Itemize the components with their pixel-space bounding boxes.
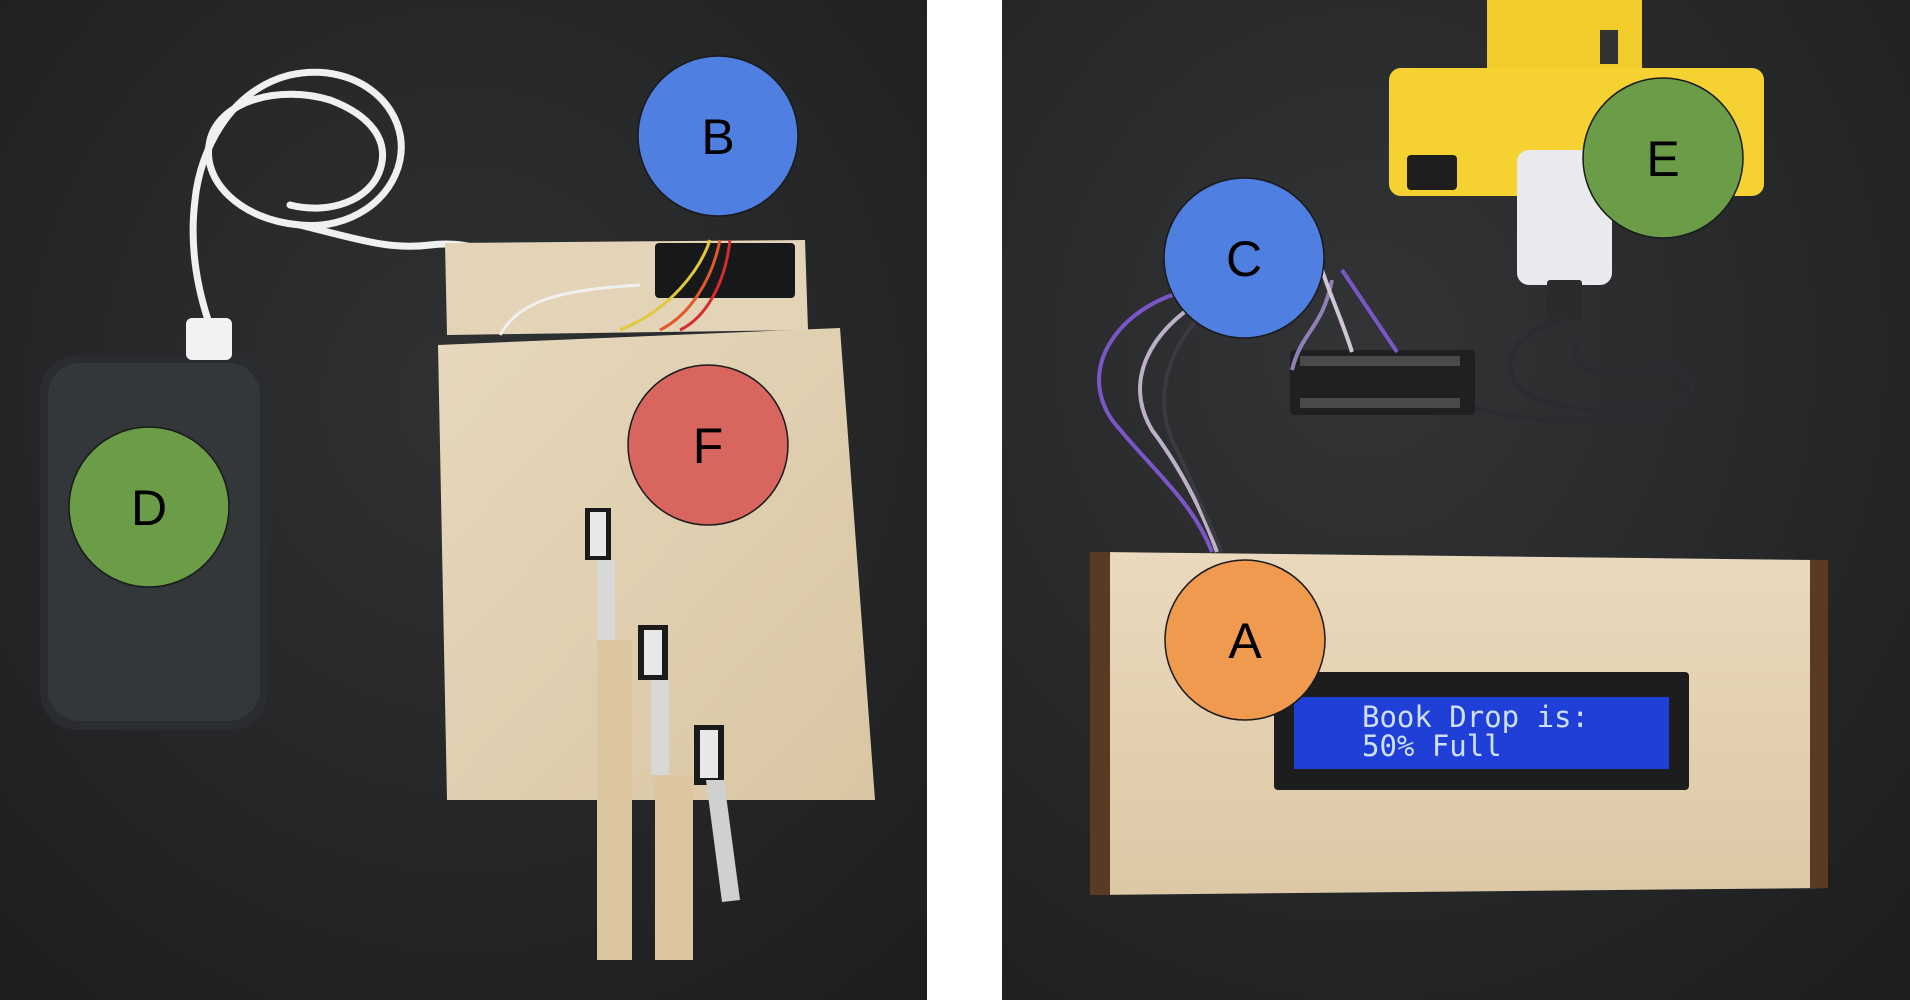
marker-d: D [68,426,230,588]
flex-sensors [585,508,740,960]
marker-c: C [1163,177,1325,339]
left-photo: B F D [0,0,927,1000]
right-photo-panel: Book Drop is: 50% Full C E A [1002,0,1910,1000]
microcontroller-board [1097,268,1475,553]
marker-a-label: A [1228,613,1262,669]
left-photo-panel: B F D [0,0,927,1000]
marker-f-label: F [693,418,724,474]
marker-f: F [627,364,789,526]
lcd-line-1: Book Drop is: [1362,700,1589,734]
marker-a: A [1164,559,1326,721]
marker-e: E [1582,77,1744,239]
marker-c-label: C [1226,231,1262,287]
marker-b: B [637,55,799,217]
lcd-line-2: 50% Full [1362,729,1502,763]
right-photo: Book Drop is: 50% Full C E A [1002,0,1910,1000]
lcd-screen [1294,697,1669,769]
microcontroller-board [498,239,795,336]
marker-b-label: B [701,109,734,165]
marker-d-label: D [131,480,167,536]
marker-e-label: E [1646,131,1679,187]
